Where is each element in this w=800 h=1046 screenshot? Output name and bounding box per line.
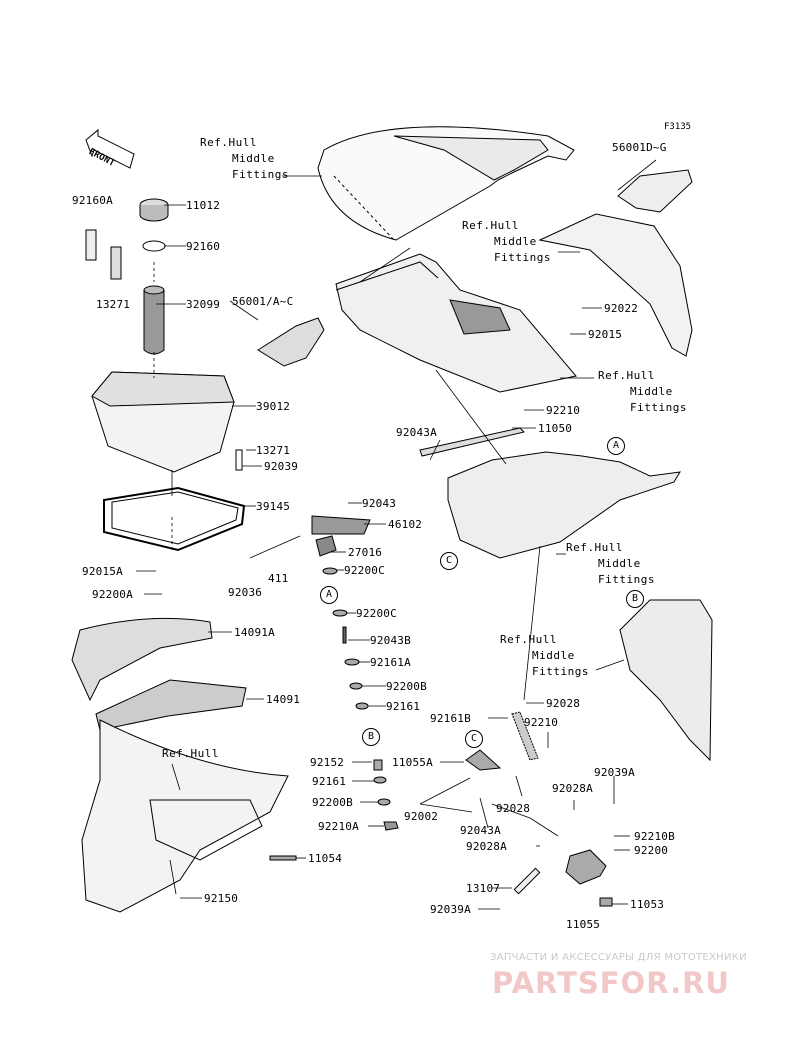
part-label: 92161 bbox=[386, 700, 421, 713]
part-label: 92161 bbox=[312, 775, 347, 788]
hardware-drawings bbox=[269, 427, 613, 907]
ref-hull: Ref.Hull bbox=[162, 747, 219, 760]
part-label: 92160A bbox=[72, 194, 113, 207]
part-label: 14091A bbox=[234, 626, 275, 639]
watermark-tagline: ЗАПЧАСТИ И АКСЕССУАРЫ ДЛЯ МОТОТЕХНИКИ bbox=[490, 952, 747, 963]
part-label: 32099 bbox=[186, 298, 221, 311]
part-label: 56001D~G bbox=[612, 141, 667, 154]
part-label: 11053 bbox=[630, 898, 665, 911]
leader-lines bbox=[136, 159, 657, 910]
part-label: 92210A bbox=[318, 820, 359, 833]
part-label: 92200 bbox=[634, 844, 669, 857]
marker-c: C bbox=[440, 552, 458, 570]
part-label: 39145 bbox=[256, 500, 291, 513]
part-label: 92039A bbox=[594, 766, 635, 779]
part-label: 92160 bbox=[186, 240, 221, 253]
seat-drawing bbox=[317, 126, 575, 241]
part-label: 92022 bbox=[604, 302, 639, 315]
marker-a: A bbox=[320, 586, 338, 604]
front-arrow-icon bbox=[85, 128, 135, 169]
part-label: 92028 bbox=[496, 802, 531, 815]
part-label: 92039 bbox=[264, 460, 299, 473]
part-label: 11055A bbox=[392, 756, 433, 769]
storage-parts-drawing bbox=[85, 198, 246, 552]
deck-cover-drawing bbox=[335, 253, 577, 393]
part-label: 92043B bbox=[370, 634, 411, 647]
part-label: 92028 bbox=[546, 697, 581, 710]
part-label: 92036 bbox=[228, 586, 263, 599]
part-label: 11012 bbox=[186, 199, 221, 212]
part-label: 56001/A~C bbox=[232, 295, 294, 308]
part-label: 13271 bbox=[256, 444, 291, 457]
part-label: 11050 bbox=[538, 422, 573, 435]
part-label: 92039A bbox=[430, 903, 471, 916]
part-label: 13271 bbox=[96, 298, 131, 311]
part-label: 92043 bbox=[362, 497, 397, 510]
part-label: 92200C bbox=[356, 607, 397, 620]
part-label: 92210 bbox=[524, 716, 559, 729]
marker-b: B bbox=[626, 590, 644, 608]
marker-a: A bbox=[607, 437, 625, 455]
part-label: 92210 bbox=[546, 404, 581, 417]
side-panel-drawings bbox=[71, 169, 713, 913]
part-label: 92028A bbox=[466, 840, 507, 853]
part-label: 92015A bbox=[82, 565, 123, 578]
part-label: 92043A bbox=[396, 426, 437, 439]
part-label: 11054 bbox=[308, 852, 343, 865]
part-label: 14091 bbox=[266, 693, 301, 706]
part-label: 92150 bbox=[204, 892, 239, 905]
part-label: 13107 bbox=[466, 882, 501, 895]
part-label: 92200B bbox=[312, 796, 353, 809]
marker-c: C bbox=[465, 730, 483, 748]
watermark-logo: PARTSFOR.RU bbox=[492, 966, 730, 1000]
part-label: 46102 bbox=[388, 518, 423, 531]
part-label: 92210B bbox=[634, 830, 675, 843]
part-label: 92152 bbox=[310, 756, 345, 769]
part-label: 411 bbox=[268, 572, 289, 585]
part-label: 92161B bbox=[430, 712, 471, 725]
figure-code: F3135 bbox=[664, 122, 692, 132]
part-label: 39012 bbox=[256, 400, 291, 413]
part-label: 92002 bbox=[404, 810, 439, 823]
part-label: 92015 bbox=[588, 328, 623, 341]
part-label: 92200C bbox=[344, 564, 385, 577]
part-label: 27016 bbox=[348, 546, 383, 559]
part-label: 92200A bbox=[92, 588, 133, 601]
marker-b: B bbox=[362, 728, 380, 746]
part-label: 92200B bbox=[386, 680, 427, 693]
part-label: 11055 bbox=[566, 918, 601, 931]
part-label: 92161A bbox=[370, 656, 411, 669]
part-label: 92043A bbox=[460, 824, 501, 837]
part-label: 92028A bbox=[552, 782, 593, 795]
